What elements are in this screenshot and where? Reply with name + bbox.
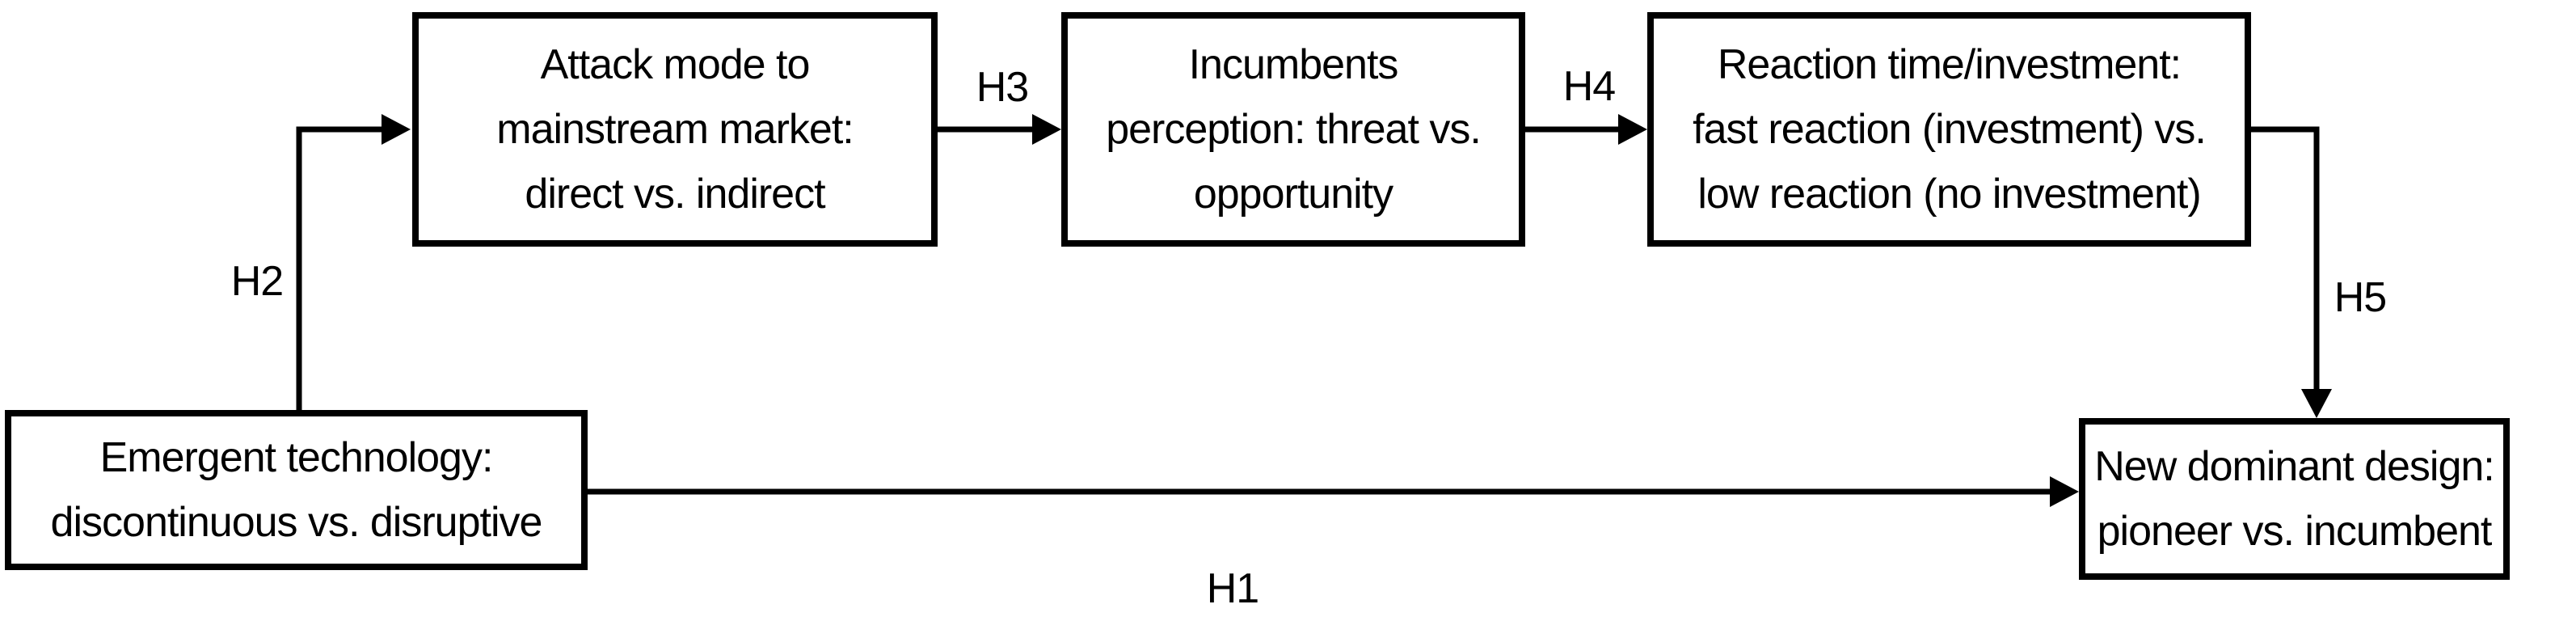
node-attack-mode-line3: direct vs. indirect <box>525 171 825 218</box>
h3-arrowhead <box>1032 114 1061 145</box>
node-new-dominant-design-line1: New dominant design: <box>2094 443 2495 490</box>
node-reaction-time-line3: low reaction (no investment) <box>1697 171 2201 218</box>
node-emergent-technology-line2: discontinuous vs. disruptive <box>50 499 543 546</box>
node-reaction-time-line1: Reaction time/investment: <box>1717 41 2182 88</box>
h2-arrow-line <box>296 126 382 410</box>
node-reaction-time: Reaction time/investment: fast reaction … <box>1647 12 2251 247</box>
node-new-dominant-design-line2: pioneer vs. incumbent <box>2097 508 2493 555</box>
node-attack-mode: Attack mode to mainstream market: direct… <box>412 12 938 247</box>
node-reaction-time-line2: fast reaction (investment) vs. <box>1693 106 2207 153</box>
node-new-dominant-design: New dominant design: pioneer vs. incumbe… <box>2079 418 2510 580</box>
node-incumbents-perception-line3: opportunity <box>1193 171 1393 218</box>
edge-label-h3: H3 <box>976 64 1029 111</box>
node-emergent-technology: Emergent technology: discontinuous vs. d… <box>5 410 588 570</box>
edge-label-h5: H5 <box>2334 274 2387 321</box>
node-attack-mode-line2: mainstream market: <box>496 106 854 153</box>
node-incumbents-perception-line2: perception: threat vs. <box>1106 106 1482 153</box>
h2-arrowhead <box>382 114 411 145</box>
edge-label-h1: H1 <box>1206 565 1259 612</box>
node-incumbents-perception: Incumbents perception: threat vs. opport… <box>1061 12 1525 247</box>
h4-arrowhead <box>1618 114 1647 145</box>
edge-label-h2: H2 <box>230 258 284 305</box>
edge-label-h4: H4 <box>1562 63 1616 110</box>
node-incumbents-perception-line1: Incumbents <box>1188 41 1399 88</box>
h5-arrow-line <box>2251 126 2320 389</box>
h1-arrowhead <box>2050 476 2079 507</box>
node-attack-mode-line1: Attack mode to <box>540 41 811 88</box>
node-emergent-technology-line1: Emergent technology: <box>99 434 494 481</box>
h5-arrowhead <box>2301 389 2332 418</box>
